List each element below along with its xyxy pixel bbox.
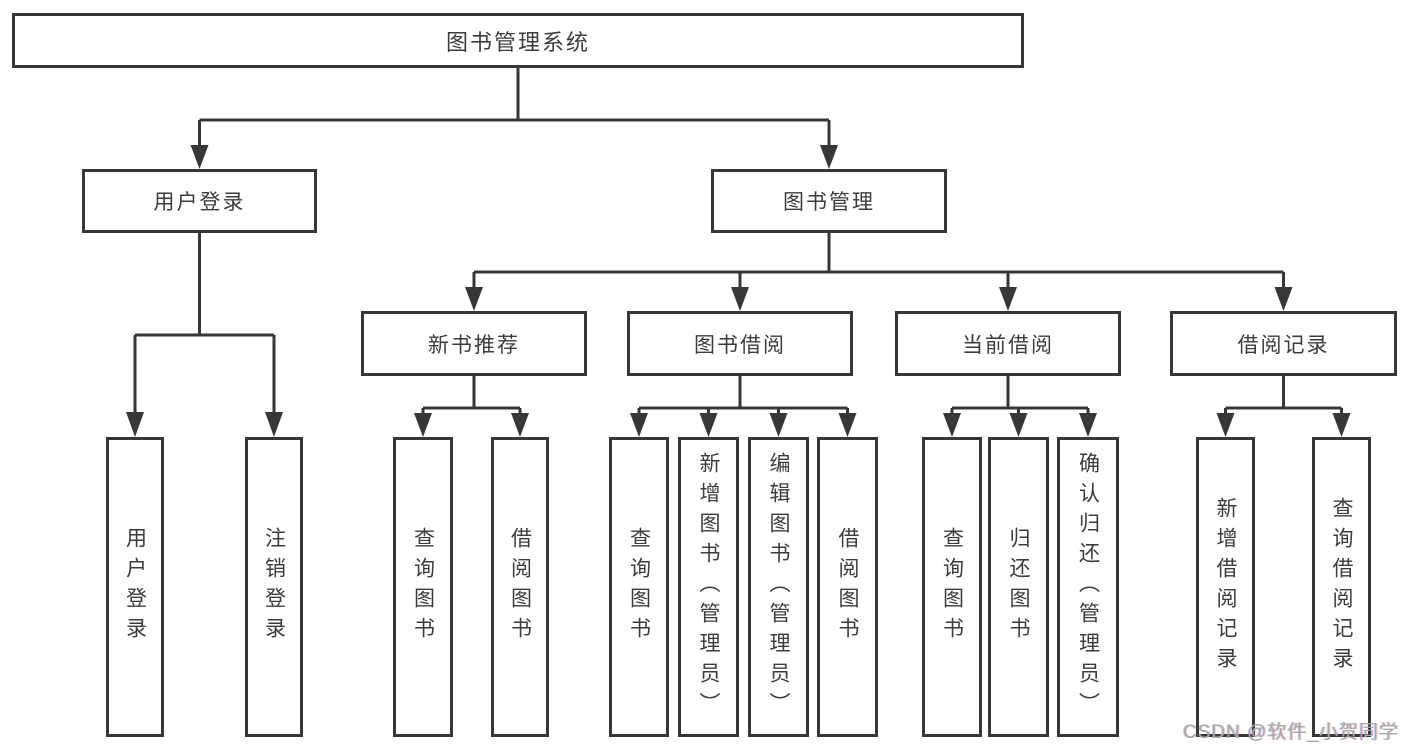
arrowhead [1274,287,1293,311]
node-label: 借阅记录 [1237,333,1330,357]
node-label: 归还图书 [1007,527,1030,647]
arrowhead [943,413,961,437]
node-label: 查询图书 [940,527,964,647]
node-new-book-recommend: 新书推荐 [361,311,587,376]
node-current-borrow: 当前借阅 [895,311,1121,376]
connector-book-borrow-to-leaves [630,376,857,437]
node-label: 新增借阅记录 [1214,497,1237,677]
node-label: 编辑图书（管理员） [767,452,790,722]
arrowhead [1216,413,1235,437]
connector-user-login-to-leaves [126,233,283,437]
arrowhead [699,413,718,437]
connector-line [421,376,522,414]
leaf-current-return-books: 归还图书 [988,437,1049,737]
node-label: 注销登录 [262,527,286,647]
connector-line [637,376,849,414]
leaf-current-query-books: 查询图书 [922,437,982,737]
leaf-recommend-query-books: 查询图书 [393,437,453,737]
leaf-user-login: 用户登录 [106,437,164,737]
connector-line [198,68,831,146]
arrowhead [465,287,483,311]
leaf-current-confirm-return-admin: 确认归还（管理员） [1057,437,1119,737]
node-user-login: 用户登录 [82,169,317,233]
connector-new-book-recommend-to-leaves [414,376,529,437]
node-library-management-system: 图书管理系统 [12,13,1024,68]
connector-borrow-records-to-leaves [1216,376,1351,437]
node-label: 借阅图书 [508,527,532,647]
connector-line [1224,376,1343,414]
leaf-records-add-borrow-record: 新增借阅记录 [1196,437,1255,737]
node-book-borrow: 图书借阅 [627,311,853,376]
arrowhead [511,413,529,437]
arrowhead [999,287,1017,311]
arrowhead [731,287,749,311]
arrowhead [630,413,648,437]
connector-line [950,376,1090,414]
leaf-logout: 注销登录 [245,437,303,737]
node-borrow-records: 借阅记录 [1170,311,1397,376]
watermark: CSDN @软件_小贺同学 [1183,722,1399,743]
node-label: 图书管理 [783,191,875,214]
node-label: 图书管理系统 [445,29,590,55]
leaf-borrow-borrow-books: 借阅图书 [817,437,878,737]
arrowhead [414,413,432,437]
arrowhead [126,412,144,437]
connector-current-borrow-to-leaves [943,376,1097,437]
node-label: 新书推荐 [428,333,520,357]
leaf-borrow-add-books-admin: 新增图书（管理员） [678,437,739,737]
arrowhead [1079,413,1097,437]
leaf-borrow-query-books: 查询图书 [609,437,669,737]
arrowhead [769,413,788,437]
node-label: 确认归还（管理员） [1076,452,1100,722]
node-label: 查询图书 [411,527,435,647]
node-book-management: 图书管理 [711,169,947,233]
node-label: 用户登录 [153,191,246,214]
arrowhead [265,412,283,437]
arrowhead [1332,413,1351,437]
connector-book-management-to-level3 [465,233,1293,311]
leaf-recommend-borrow-books: 借阅图书 [491,437,549,737]
node-label: 查询借阅记录 [1330,497,1353,677]
leaf-records-query-borrow-record: 查询借阅记录 [1312,437,1371,737]
connector-line [133,233,276,414]
leaf-borrow-edit-books-admin: 编辑图书（管理员） [748,437,809,737]
node-label: 图书借阅 [694,333,786,357]
arrowhead [838,413,857,437]
node-label: 查询图书 [627,527,651,647]
connector-line [472,233,1285,288]
node-label: 用户登录 [123,527,147,647]
arrowhead [1009,413,1028,437]
connector-root-to-level2 [190,68,838,169]
node-label: 新增图书（管理员） [697,452,720,722]
node-label: 当前借阅 [962,333,1054,357]
arrowhead [190,145,209,169]
arrowhead [820,145,838,169]
node-label: 借阅图书 [836,527,859,647]
